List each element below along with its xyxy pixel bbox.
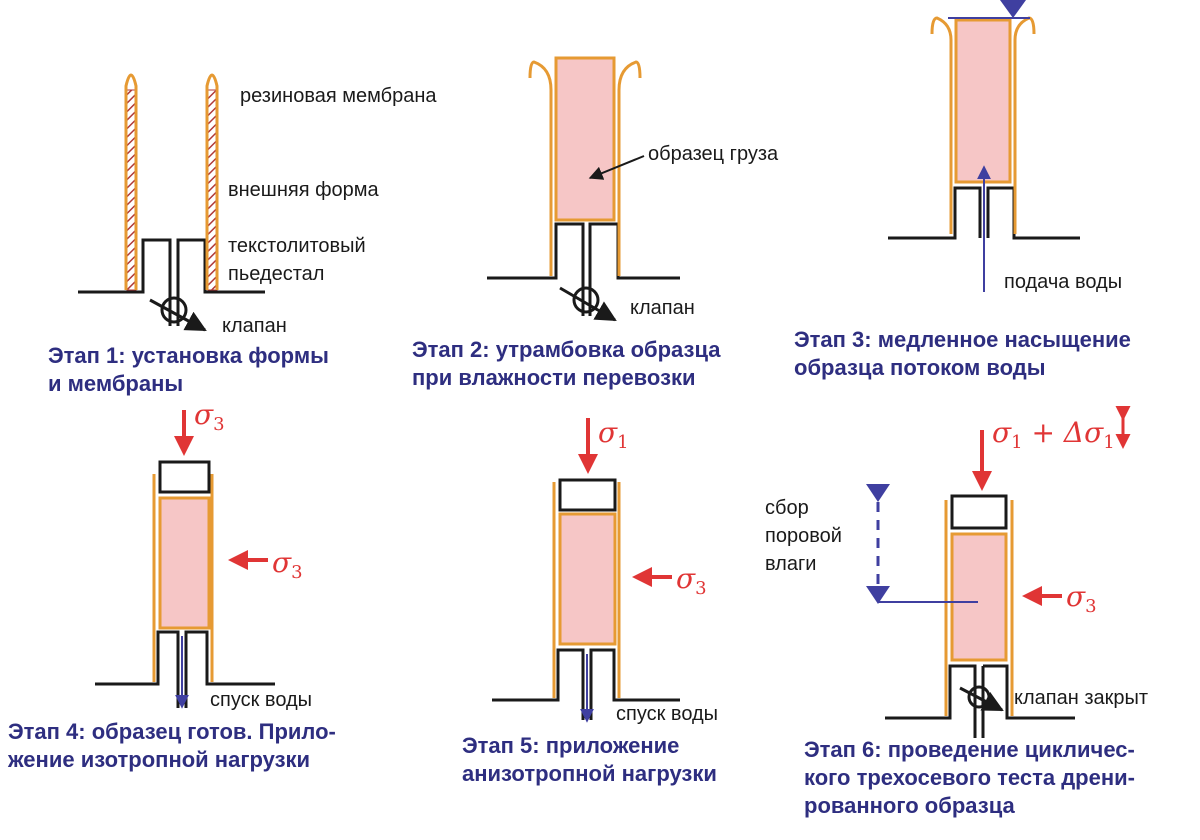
caption-step-6: Этап 6: проведение цикличес-кого трехосе… xyxy=(804,737,1135,818)
sample-pointer-arrow xyxy=(588,155,645,180)
top-cap xyxy=(158,460,211,494)
label-pedestal-line1: текстолитовый xyxy=(228,235,366,257)
membrane-left xyxy=(930,16,953,234)
label-pore-line3: влаги xyxy=(765,553,817,575)
label-valve-stage2: клапан xyxy=(630,297,695,319)
sigma3-side-stage4: σ3 xyxy=(272,546,303,584)
sigma3-top-stage4: σ3 xyxy=(194,398,225,436)
label-pore-line2: поровой xyxy=(765,525,842,547)
stage-2-figure xyxy=(487,56,680,322)
label-valve-closed: клапан закрыт xyxy=(1014,687,1149,709)
label-drain-stage4: спуск воды xyxy=(210,689,313,711)
label-pore-line1: сбор xyxy=(765,497,809,519)
base-line xyxy=(78,238,265,294)
base-line xyxy=(492,648,680,702)
membrane-left xyxy=(124,73,138,290)
valve-arrow xyxy=(149,298,207,332)
sample-block xyxy=(950,532,1008,662)
valve-icon xyxy=(572,286,600,314)
sample-block xyxy=(554,56,616,222)
stage-5-figure xyxy=(492,418,680,723)
top-cap xyxy=(558,478,617,512)
label-sample: образец груза xyxy=(648,143,779,165)
valve-arrow xyxy=(959,686,1004,712)
stage-4-figure xyxy=(95,410,275,709)
water-level-icon xyxy=(1000,0,1026,18)
membrane-left xyxy=(528,60,553,276)
membrane-right xyxy=(1013,16,1036,234)
valve-arrow xyxy=(559,286,617,322)
valve-icon xyxy=(160,296,188,324)
sigma1-top-stage5: σ1 xyxy=(598,416,629,454)
sigma1-cyclic-stage6: σ1 + Δσ1 xyxy=(992,416,1115,454)
sigma3-side-stage6: σ3 xyxy=(1066,580,1097,618)
base-line xyxy=(885,664,1075,720)
label-water-supply: подача воды xyxy=(1004,271,1123,293)
sample-block xyxy=(954,18,1012,184)
label-rubber-membrane: резиновая мембрана xyxy=(240,85,437,107)
label-outer-form: внешняя форма xyxy=(228,179,379,201)
label-drain-stage5: спуск воды xyxy=(616,703,719,725)
pore-collector-bottom-icon xyxy=(866,586,890,604)
base-line xyxy=(487,222,680,280)
caption-step-4: Этап 4: образец готов. Прило-жение изотр… xyxy=(8,719,336,772)
sample-block xyxy=(558,512,617,646)
top-cap xyxy=(950,494,1008,530)
pore-collector-top-icon xyxy=(866,484,890,502)
stage-6-figure xyxy=(866,406,1131,738)
label-valve-stage1: клапан xyxy=(222,315,287,337)
sigma3-side-stage5: σ3 xyxy=(676,562,707,600)
membrane-right xyxy=(617,60,642,276)
base-line xyxy=(95,630,275,686)
label-pedestal-line2: пьедестал xyxy=(228,263,325,285)
sample-block xyxy=(158,496,211,630)
membrane-right xyxy=(205,73,219,290)
stage-3-figure xyxy=(888,0,1080,292)
stage-1-figure xyxy=(78,73,265,332)
